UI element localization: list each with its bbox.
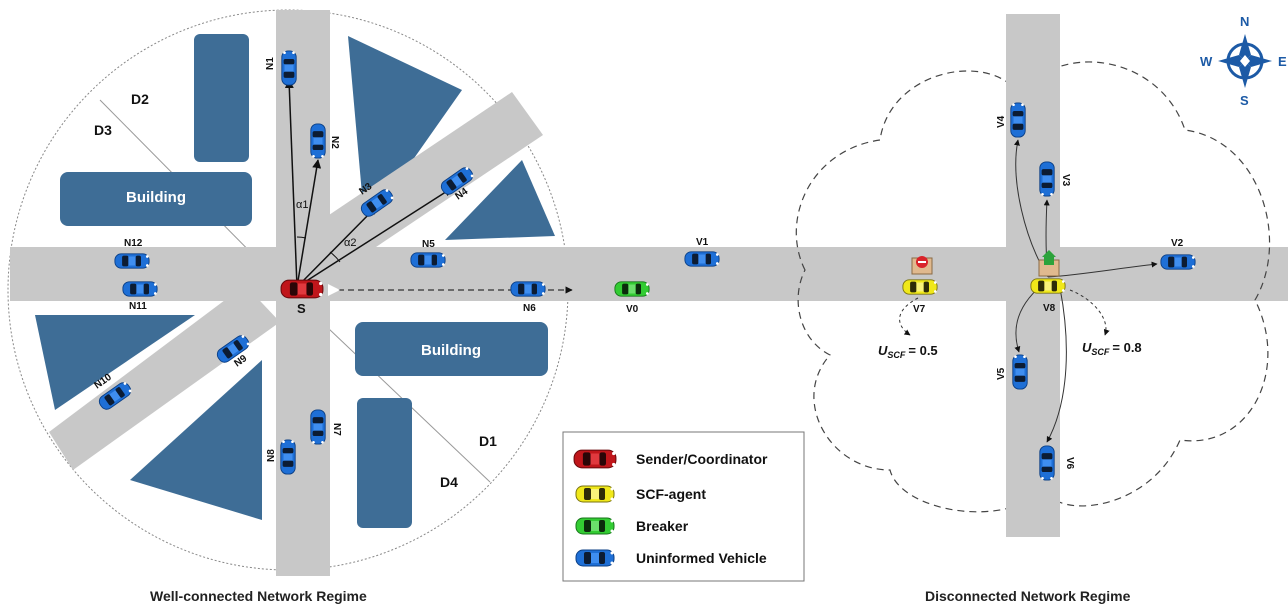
vehicle-label: N1 — [265, 57, 276, 70]
legend-swatch-sender — [573, 449, 617, 469]
angle-label-a2: α2 — [344, 237, 356, 249]
building-top — [60, 172, 252, 226]
caption-right: Disconnected Network Regime — [925, 588, 1131, 604]
vehicle-label: V8 — [1043, 303, 1056, 314]
compass-needle — [1239, 34, 1251, 61]
district-label-d4: D4 — [440, 474, 458, 490]
link-arrow — [284, 79, 298, 288]
vehicle-n1 — [281, 50, 297, 86]
vehicle-v1 — [684, 251, 720, 267]
vehicle-label: V6 — [1064, 457, 1075, 470]
vehicle-label: N8 — [266, 449, 277, 462]
vehicle-v7 — [902, 279, 938, 295]
compass-needle — [1245, 55, 1272, 67]
angle-label-a1: α1 — [296, 199, 308, 211]
scf-link — [1046, 287, 1067, 443]
vehicle-v3 — [1039, 161, 1055, 197]
vehicle-label: V2 — [1171, 238, 1184, 249]
vehicle-v5 — [1012, 354, 1028, 390]
vehicle-label: V3 — [1060, 174, 1071, 187]
vehicle-n8 — [280, 439, 296, 475]
vehicle-label: V4 — [996, 115, 1007, 128]
legend-label: SCF-agent — [636, 486, 706, 502]
vehicle-label: N2 — [329, 136, 340, 149]
communication-cloud — [795, 61, 1270, 513]
district-label-d3: D3 — [94, 122, 112, 138]
vehicle-sender — [280, 279, 324, 299]
uscf-left: USCF= 0.5 — [878, 343, 938, 360]
angle-arc — [329, 251, 341, 263]
uscf-right: USCF= 0.8 — [1082, 340, 1142, 357]
vehicle-label: N11 — [129, 301, 147, 312]
link-arrow — [296, 205, 378, 288]
package-blocked-icon — [911, 256, 933, 275]
compass-n: N — [1240, 14, 1249, 29]
compass-needle — [1218, 55, 1245, 67]
uscf-pointer — [1069, 289, 1110, 336]
vehicle-label: V5 — [996, 367, 1007, 380]
building-sector — [445, 160, 555, 240]
vehicle-n6 — [510, 281, 546, 297]
legend-swatch-breaker — [575, 517, 615, 535]
legend-swatch-uninformed — [575, 549, 615, 567]
vehicle-v2 — [1160, 254, 1196, 270]
angle-arc — [296, 236, 307, 239]
building-sector — [130, 360, 262, 520]
building-block — [194, 34, 249, 162]
building-label-bottom: Building — [421, 342, 481, 359]
vehicle-label: N5 — [422, 239, 435, 250]
right-scene: V3 V4 V3 V2 V5 V6 V7 V8 USCF= 0.5 USCF= … — [795, 14, 1270, 537]
vehicle-label: V0 — [626, 304, 639, 315]
building-sector — [35, 315, 195, 410]
legend-swatch-scf — [575, 485, 615, 503]
compass-center — [1240, 55, 1250, 67]
link-arrow — [296, 159, 322, 288]
legend-label: Sender/Coordinator — [636, 451, 768, 467]
vehicle-label: N6 — [523, 303, 536, 314]
vehicle-v8 — [1030, 278, 1066, 294]
vehicle-n7 — [310, 409, 326, 445]
legend-label: Uninformed Vehicle — [636, 550, 767, 566]
building-block — [357, 398, 412, 528]
direction-marker — [328, 284, 340, 296]
uscf-pointer — [899, 297, 919, 336]
package-forward-icon — [1038, 250, 1060, 277]
link-arrow — [296, 187, 453, 288]
caption-left: Well-connected Network Regime — [150, 588, 367, 604]
diagonal-road-ne — [265, 92, 543, 298]
vehicle-v0 — [614, 281, 650, 297]
diagonal-road-sw — [49, 285, 280, 470]
left-scene: Building Building D2 D3 D1 D4 α1 α2 — [7, 9, 1288, 576]
legend-label: Breaker — [636, 518, 689, 534]
vehicle-v6 — [1039, 445, 1055, 481]
main-road — [10, 247, 1288, 301]
building-sector — [348, 36, 462, 228]
vehicle-n12 — [114, 253, 150, 269]
vehicle-n2 — [310, 123, 326, 159]
building-bottom — [355, 322, 548, 376]
vehicle-n11 — [122, 281, 158, 297]
vehicle-label: N7 — [331, 423, 342, 436]
vehicle-n5 — [410, 252, 446, 268]
compass-rose: N S E W — [1200, 14, 1287, 108]
compass-w: W — [1200, 54, 1213, 69]
legend: Sender/Coordinator SCF-agent Breaker Uni… — [562, 431, 805, 582]
building-label-top: Building — [126, 189, 186, 206]
vehicle-label: V1 — [696, 237, 709, 248]
vehicle-v4 — [1010, 102, 1026, 138]
compass-e: E — [1278, 54, 1287, 69]
vehicle-label: V7 — [913, 304, 926, 315]
sender-label: S — [297, 301, 306, 316]
compass-needle — [1239, 61, 1251, 88]
compass-s: S — [1240, 93, 1249, 108]
vehicle-label: N12 — [124, 238, 143, 249]
district-label-d2: D2 — [131, 91, 149, 107]
district-label-d1: D1 — [479, 433, 497, 449]
